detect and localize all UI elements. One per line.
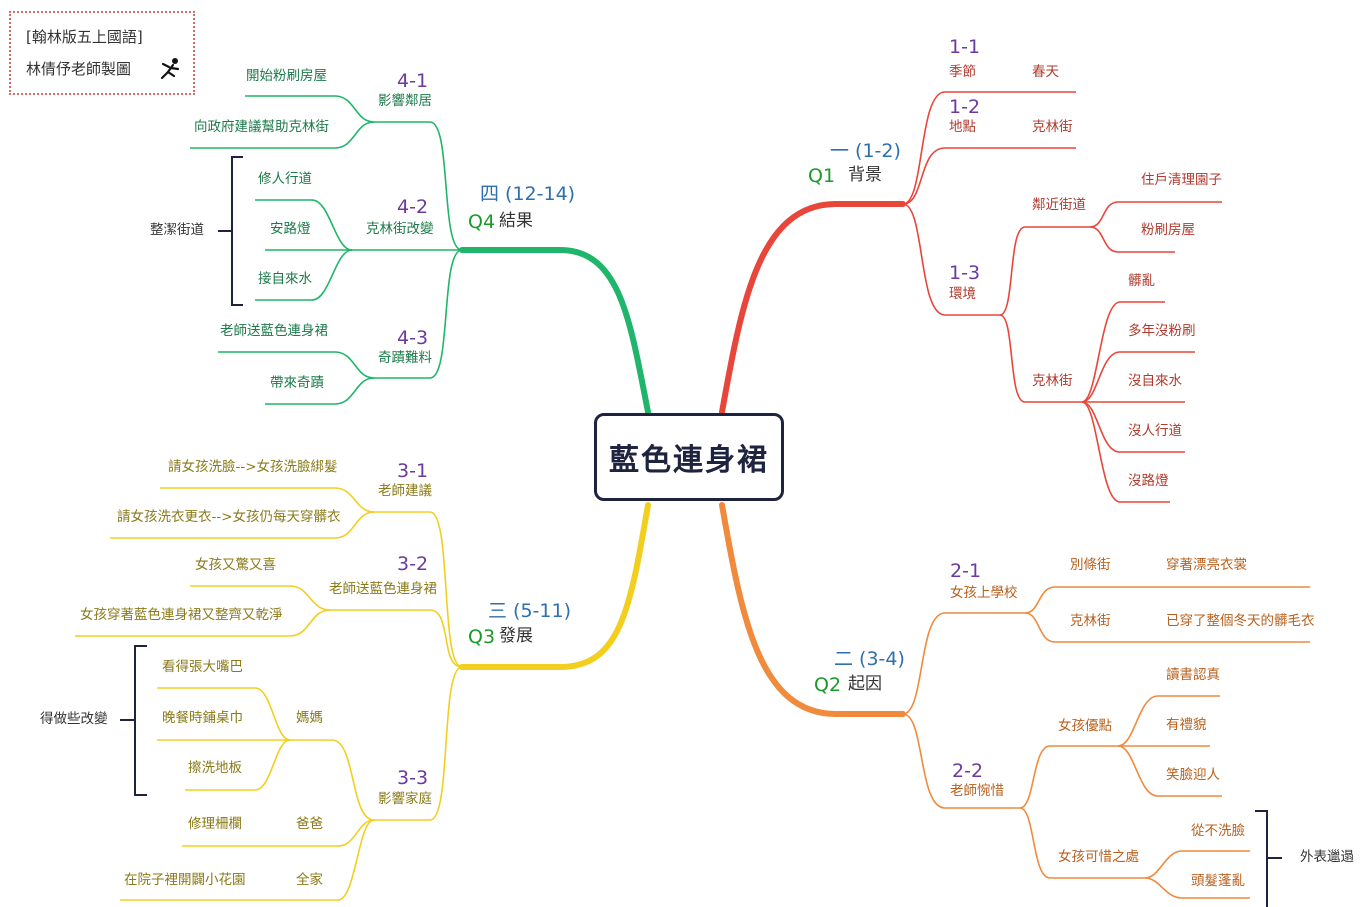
q2-merit-item: 讀書認真 [1166, 667, 1220, 683]
q3-s1-num: 3-1 [397, 460, 429, 482]
branch-q2 [719, 502, 906, 717]
q3-tag: Q3 [468, 626, 496, 648]
central-topic: 藍色連身裙 [594, 413, 784, 501]
q3-all-label: 全家 [296, 872, 323, 888]
bracket-label-must-change: 得做些改變 [40, 711, 108, 727]
q1-street-item: 髒亂 [1128, 273, 1155, 289]
q2-s1-label: 女孩上學校 [950, 585, 1018, 601]
q1-tag: Q1 [808, 165, 836, 187]
q4-s1-item: 向政府建議幫助克林街 [194, 119, 329, 135]
bracket-label-clean-street: 整潔街道 [150, 222, 204, 238]
q2-s2-num: 2-2 [952, 760, 984, 782]
q4-s2-num: 4-2 [397, 196, 429, 218]
q1-street-item: 沒路燈 [1128, 473, 1169, 489]
bracket-sloppy [1255, 810, 1282, 907]
q2-pity-label: 女孩可惜之處 [1058, 849, 1139, 865]
q4-s3-item: 帶來奇蹟 [270, 375, 324, 391]
q2-s1-row-value: 已穿了整個冬天的髒毛衣 [1166, 613, 1315, 629]
q3-s2-label: 老師送藍色連身裙 [329, 581, 437, 597]
q2-s2-label: 老師惋惜 [950, 783, 1004, 799]
q1-neighbor-item: 住戶清理園子 [1141, 172, 1222, 188]
q3-s3-label: 影響家庭 [378, 791, 432, 807]
q2-s1-row-label: 克林街 [1070, 613, 1111, 629]
q2-s1-num: 2-1 [950, 560, 982, 582]
q3-s2-item: 女孩又驚又喜 [195, 557, 276, 573]
q3-dad-item: 修理柵欄 [188, 816, 242, 832]
q1-title: 背景 [848, 165, 882, 185]
q1-neighbor-label: 鄰近街道 [1032, 197, 1086, 213]
q3-s2-num: 3-2 [397, 553, 429, 575]
q4-s1-num: 4-1 [397, 70, 429, 92]
q3-s1-item: 請女孩洗臉-->女孩洗臉綁髮 [168, 459, 338, 475]
q3-mom-label: 媽媽 [296, 710, 323, 726]
q3-s1-label: 老師建議 [378, 483, 432, 499]
credit-textbook: [翰林版五上國語] [26, 28, 143, 46]
q4-range: 四 (12-14) [480, 183, 576, 205]
q2-s1-row-label: 別條街 [1070, 557, 1111, 573]
q3-title: 發展 [499, 626, 533, 646]
q1-s2-num: 1-2 [949, 96, 981, 118]
q3-dad-label: 爸爸 [296, 816, 323, 832]
branch-q4 [459, 247, 651, 415]
q2-merit-item: 有禮貌 [1166, 717, 1207, 733]
q4-s2-item: 修人行道 [258, 171, 312, 187]
q3-mom-item: 看得張大嘴巴 [162, 659, 243, 675]
credit-author: 林倩伃老師製圖 [26, 60, 132, 78]
branch-q1 [719, 201, 906, 415]
q4-s2-label: 克林街改變 [366, 221, 434, 237]
q3-mom-item: 擦洗地板 [188, 760, 242, 776]
q2-pity-item: 頭髮蓬亂 [1191, 873, 1245, 889]
q3-s3-num: 3-3 [397, 767, 429, 789]
q4-s2-item: 安路燈 [270, 221, 311, 237]
q1-s1-num: 1-1 [949, 36, 981, 58]
q4-s1-item: 開始粉刷房屋 [246, 68, 327, 84]
q1-s3-num: 1-3 [949, 262, 981, 284]
q1-neighbor-item: 粉刷房屋 [1141, 222, 1195, 238]
q4-s2-item: 接自來水 [258, 271, 312, 287]
q4-tag: Q4 [468, 211, 496, 233]
bracket-must-change [120, 645, 147, 796]
q1-s3-label: 環境 [949, 286, 976, 302]
q3-s2-item: 女孩穿著藍色連身裙又整齊又乾淨 [80, 607, 283, 623]
q1-street-item: 沒人行道 [1128, 423, 1182, 439]
q2-title: 起因 [848, 674, 882, 694]
q2-merit-item: 笑臉迎人 [1166, 767, 1220, 783]
bracket-label-sloppy: 外表邋遢 [1300, 849, 1354, 865]
q2-tag: Q2 [814, 674, 842, 696]
q4-s3-label: 奇蹟難料 [378, 350, 432, 366]
q4-s3-item: 老師送藍色連身裙 [220, 323, 328, 339]
q1-range: 一 (1-2) [830, 140, 901, 162]
q1-s1-value: 春天 [1032, 64, 1059, 80]
q1-s2-label: 地點 [949, 119, 976, 135]
q1-street-label: 克林街 [1032, 373, 1073, 389]
q4-s1-label: 影響鄰居 [378, 93, 432, 109]
branch-q3 [459, 502, 651, 670]
q1-street-item: 沒自來水 [1128, 373, 1182, 389]
q1-s1-label: 季節 [949, 64, 976, 80]
bracket-clean-street [218, 156, 243, 306]
q3-s1-item: 請女孩洗衣更衣-->女孩仍每天穿髒衣 [117, 509, 341, 525]
credit-box [9, 11, 195, 95]
q2-range: 二 (3-4) [834, 648, 905, 670]
q3-all-item: 在院子裡開闢小花園 [124, 872, 246, 888]
running-figure-icon [160, 58, 180, 80]
q1-s2-value: 克林街 [1032, 119, 1073, 135]
q2-pity-item: 從不洗臉 [1191, 823, 1245, 839]
q4-s3-num: 4-3 [397, 327, 429, 349]
q2-merits-label: 女孩優點 [1058, 718, 1112, 734]
q3-range: 三 (5-11) [488, 600, 571, 622]
q2-s1-row-value: 穿著漂亮衣裳 [1166, 557, 1247, 573]
q4-title: 結果 [499, 211, 533, 231]
q1-street-item: 多年沒粉刷 [1128, 323, 1196, 339]
q3-mom-item: 晚餐時鋪桌巾 [162, 710, 243, 726]
